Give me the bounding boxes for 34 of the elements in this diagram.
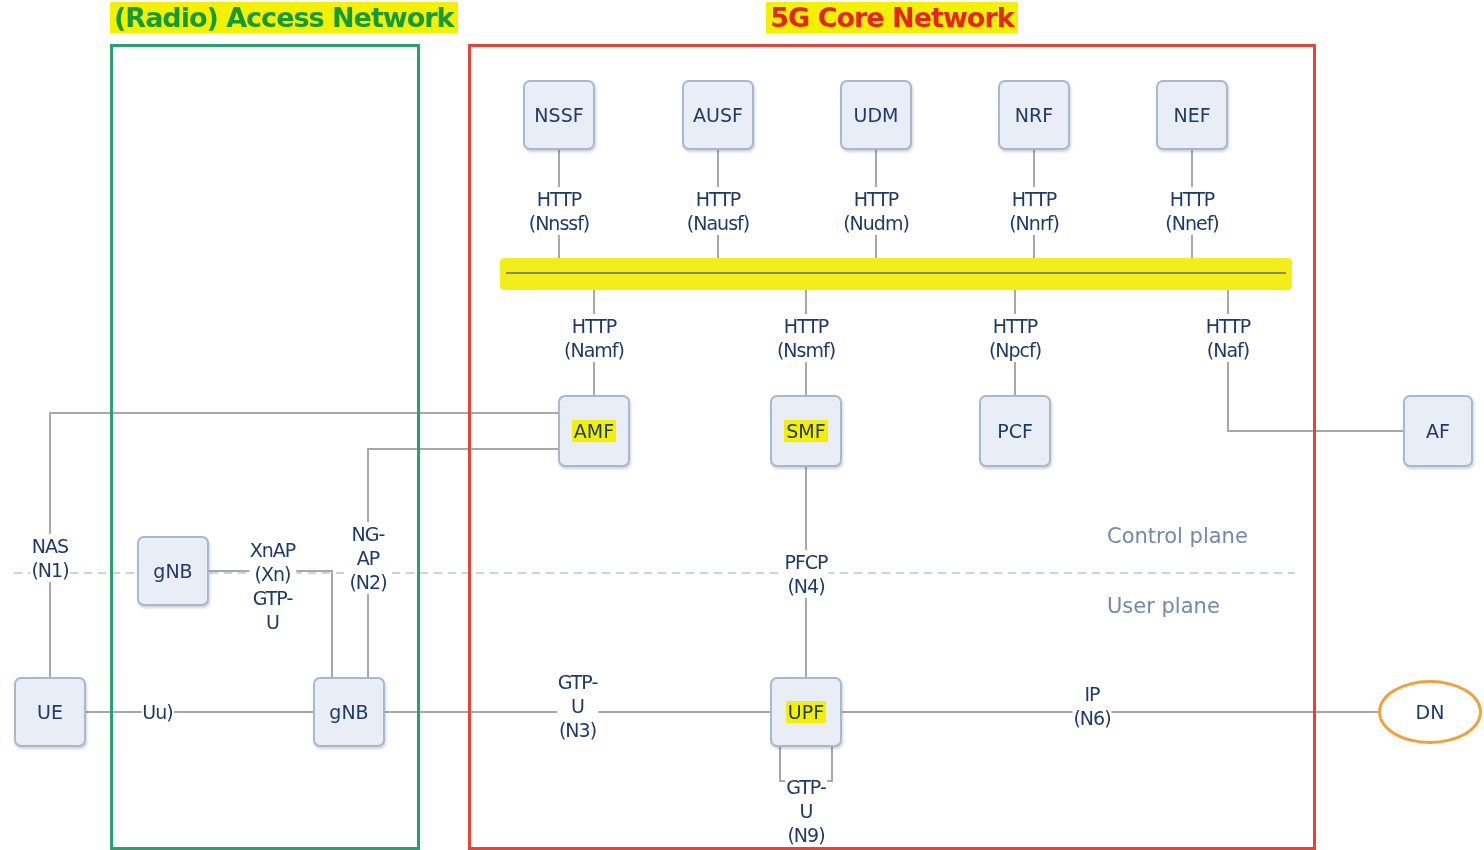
network-ellipse: DN [1378,680,1482,744]
highlighted-bus-bar [500,258,1292,290]
edge-label: HTTP (Npcf) [987,314,1043,362]
edge-label: PFCP (N4) [783,550,829,598]
function-box: gNB [313,677,385,747]
edge-label: HTTP (Nsmf) [775,314,837,362]
function-box: NSSF [523,80,595,150]
function-box: UE [14,677,86,747]
edge-label: NG-AP (N2) [348,522,388,594]
edge-label: HTTP (Nausf) [685,187,751,235]
function-box: PCF [979,395,1051,467]
connector-line [384,711,771,713]
function-box: NRF [998,80,1070,150]
function-box: UPF [770,677,842,747]
plane-label: Control plane [1107,524,1248,548]
edge-label: HTTP (Nnrf) [1008,187,1060,235]
function-box: SMF [770,395,842,467]
connector-line [841,711,1379,713]
edge-label: HTTP (Namf) [563,314,625,362]
function-box: NEF [1156,80,1228,150]
edge-label: HTTP (Nnssf) [527,187,591,235]
function-box: UDM [840,80,912,150]
plane-label: User plane [1107,594,1220,618]
edge-label: HTTP (Naf) [1204,314,1252,362]
function-box: gNB [137,536,209,606]
edge-label: HTTP (Nnef) [1164,187,1220,235]
region-title: (Radio) Access Network [110,2,458,33]
region-title: 5G Core Network [766,2,1018,33]
function-box: AF [1403,395,1473,467]
connector-line [49,412,559,678]
function-box: AUSF [682,80,754,150]
edge-label: NAS (N1) [30,534,70,582]
function-box: AMF [558,395,630,467]
edge-label: HTTP (Nudm) [842,187,910,235]
